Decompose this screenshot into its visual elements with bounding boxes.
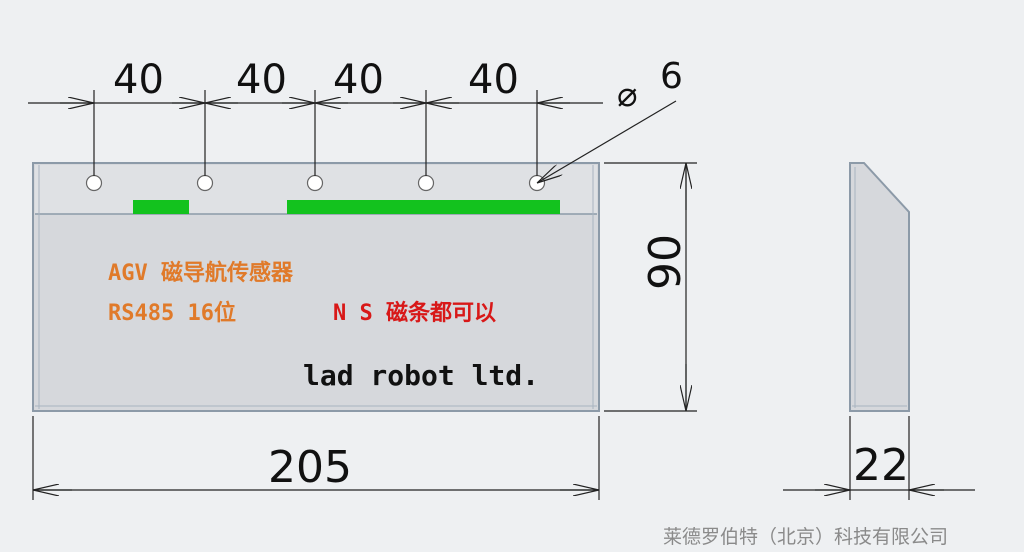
dim-thickness: 22 xyxy=(853,440,909,491)
dim-height: 90 xyxy=(640,234,691,290)
dim-spacing-1: 40 xyxy=(113,57,164,103)
label-rs485: RS485 16位 xyxy=(108,300,236,326)
label-agv-sensor: AGV 磁导航传感器 xyxy=(108,260,294,286)
dim-spacing-3: 40 xyxy=(333,57,384,103)
company-watermark: 莱德罗伯特（北京）科技有限公司 xyxy=(663,526,948,548)
sensor-front-view: AGV 磁导航传感器 RS485 16位 N S 磁条都可以 lad robot… xyxy=(32,162,600,412)
sensor-side-view xyxy=(849,162,910,412)
indicator-bar-long xyxy=(287,200,560,214)
dim-spacing-2: 40 xyxy=(236,57,287,103)
dim-hole-diameter: 6 xyxy=(660,56,683,97)
diameter-symbol: ⌀ xyxy=(617,75,637,115)
width-dimension xyxy=(32,416,600,500)
label-ns-magnet: N S 磁条都可以 xyxy=(333,300,496,326)
mounting-hole-1 xyxy=(85,174,103,192)
dim-spacing-4: 40 xyxy=(468,57,519,103)
thickness-dimension xyxy=(783,416,975,500)
height-dimension xyxy=(604,162,697,412)
hole-diameter-leader xyxy=(537,100,677,183)
dim-width: 205 xyxy=(268,442,352,493)
mounting-hole-3 xyxy=(306,174,324,192)
indicator-bar-short xyxy=(133,200,189,214)
label-brand: lad robot ltd. xyxy=(303,359,539,392)
mounting-hole-2 xyxy=(196,174,214,192)
hole-spacing-dimensions xyxy=(28,90,603,176)
mounting-hole-4 xyxy=(417,174,435,192)
